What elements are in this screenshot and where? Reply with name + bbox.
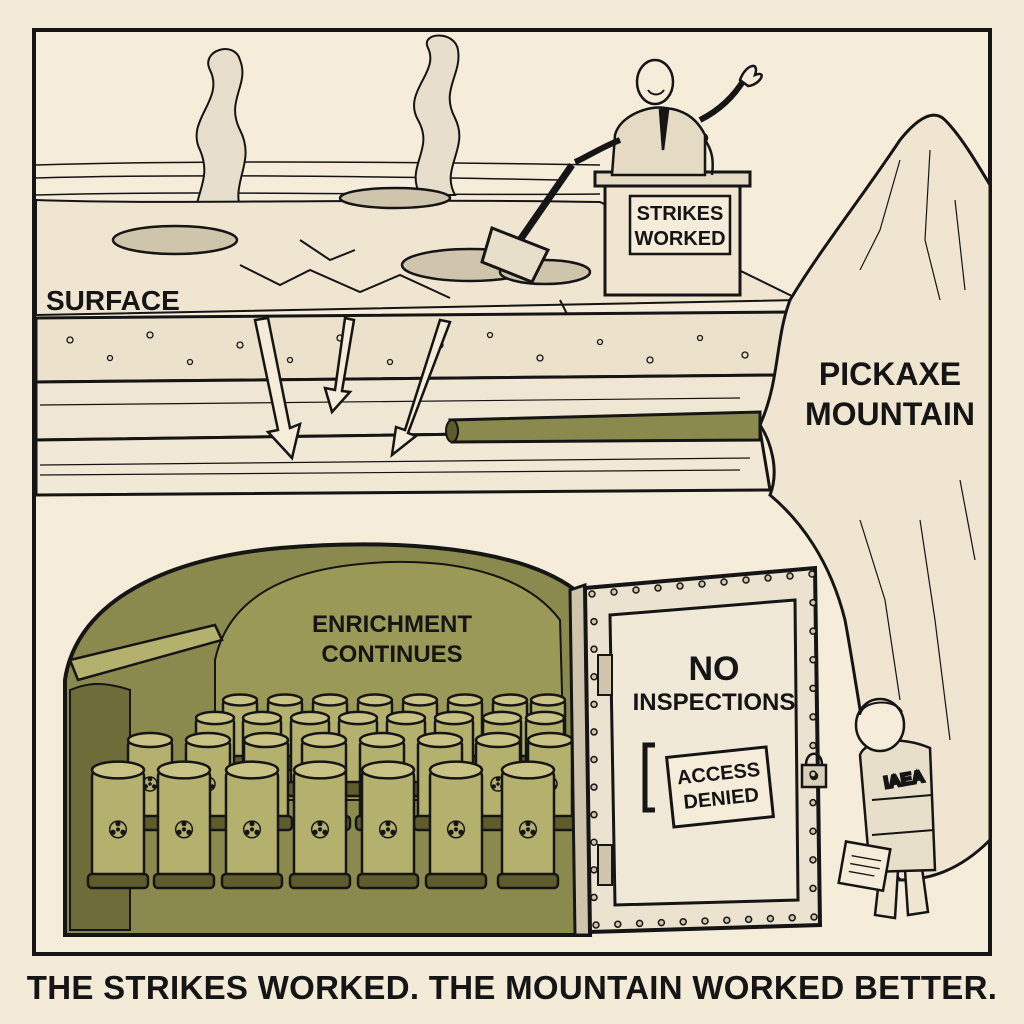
- cartoon-caption: THE STRIKES WORKED. THE MOUNTAIN WORKED …: [26, 969, 998, 1006]
- radiation-icon: [174, 820, 194, 839]
- centrifuge: [152, 760, 216, 890]
- rock-striations: [39, 397, 751, 476]
- podium-sign-line1: STRIKES: [637, 203, 724, 225]
- door-label-line1: NO: [689, 650, 740, 688]
- horizon-lines: [35, 161, 601, 196]
- centrifuge: [424, 760, 488, 890]
- strike-arrows: [253, 316, 452, 461]
- centrifuge: [86, 760, 150, 890]
- podium: STRIKES WORKED: [593, 170, 752, 297]
- smoke-plumes: [194, 34, 461, 237]
- centrifuge: [496, 760, 560, 890]
- vest-stripes: [871, 794, 935, 836]
- centrifuge: [288, 760, 352, 890]
- door-rivets: [588, 570, 818, 929]
- blast-door: NO INSPECTIONS ACCESS DENIED: [568, 565, 828, 937]
- sledgehammer-icon: [480, 163, 575, 284]
- door-label-line2: INSPECTIONS: [633, 689, 796, 716]
- bunker-label-line1: ENRICHMENT: [312, 611, 472, 638]
- door-handle: [642, 742, 655, 813]
- radiation-icon: [310, 820, 330, 839]
- radiation-icon: [242, 820, 262, 839]
- bunker-label-line2: CONTINUES: [321, 641, 462, 668]
- access-denied-sign: [664, 745, 776, 829]
- centrifuge: [356, 760, 420, 890]
- podium-sign-line2: WORKED: [634, 228, 725, 250]
- radiation-icon: [108, 820, 128, 839]
- speaker-figure: [573, 58, 763, 177]
- clipboard-icon: [837, 840, 892, 893]
- radiation-icon: [378, 820, 398, 839]
- hinge-icon: [597, 654, 613, 886]
- surface-label: SURFACE: [46, 285, 180, 316]
- radiation-icon: [446, 820, 466, 839]
- centrifuge: [220, 760, 284, 890]
- centrifuge-array: [86, 693, 578, 890]
- iaea-inspector: IAEA: [854, 697, 937, 920]
- tunnel-mouth: [445, 419, 459, 443]
- mountain-hatching: [859, 149, 976, 741]
- mountain-label-line1: PICKAXE: [819, 356, 961, 392]
- mountain-label-line2: MOUNTAIN: [805, 396, 975, 432]
- bunker-beam: [68, 623, 224, 682]
- gravel-layer: [34, 310, 792, 384]
- radiation-icon: [518, 820, 538, 839]
